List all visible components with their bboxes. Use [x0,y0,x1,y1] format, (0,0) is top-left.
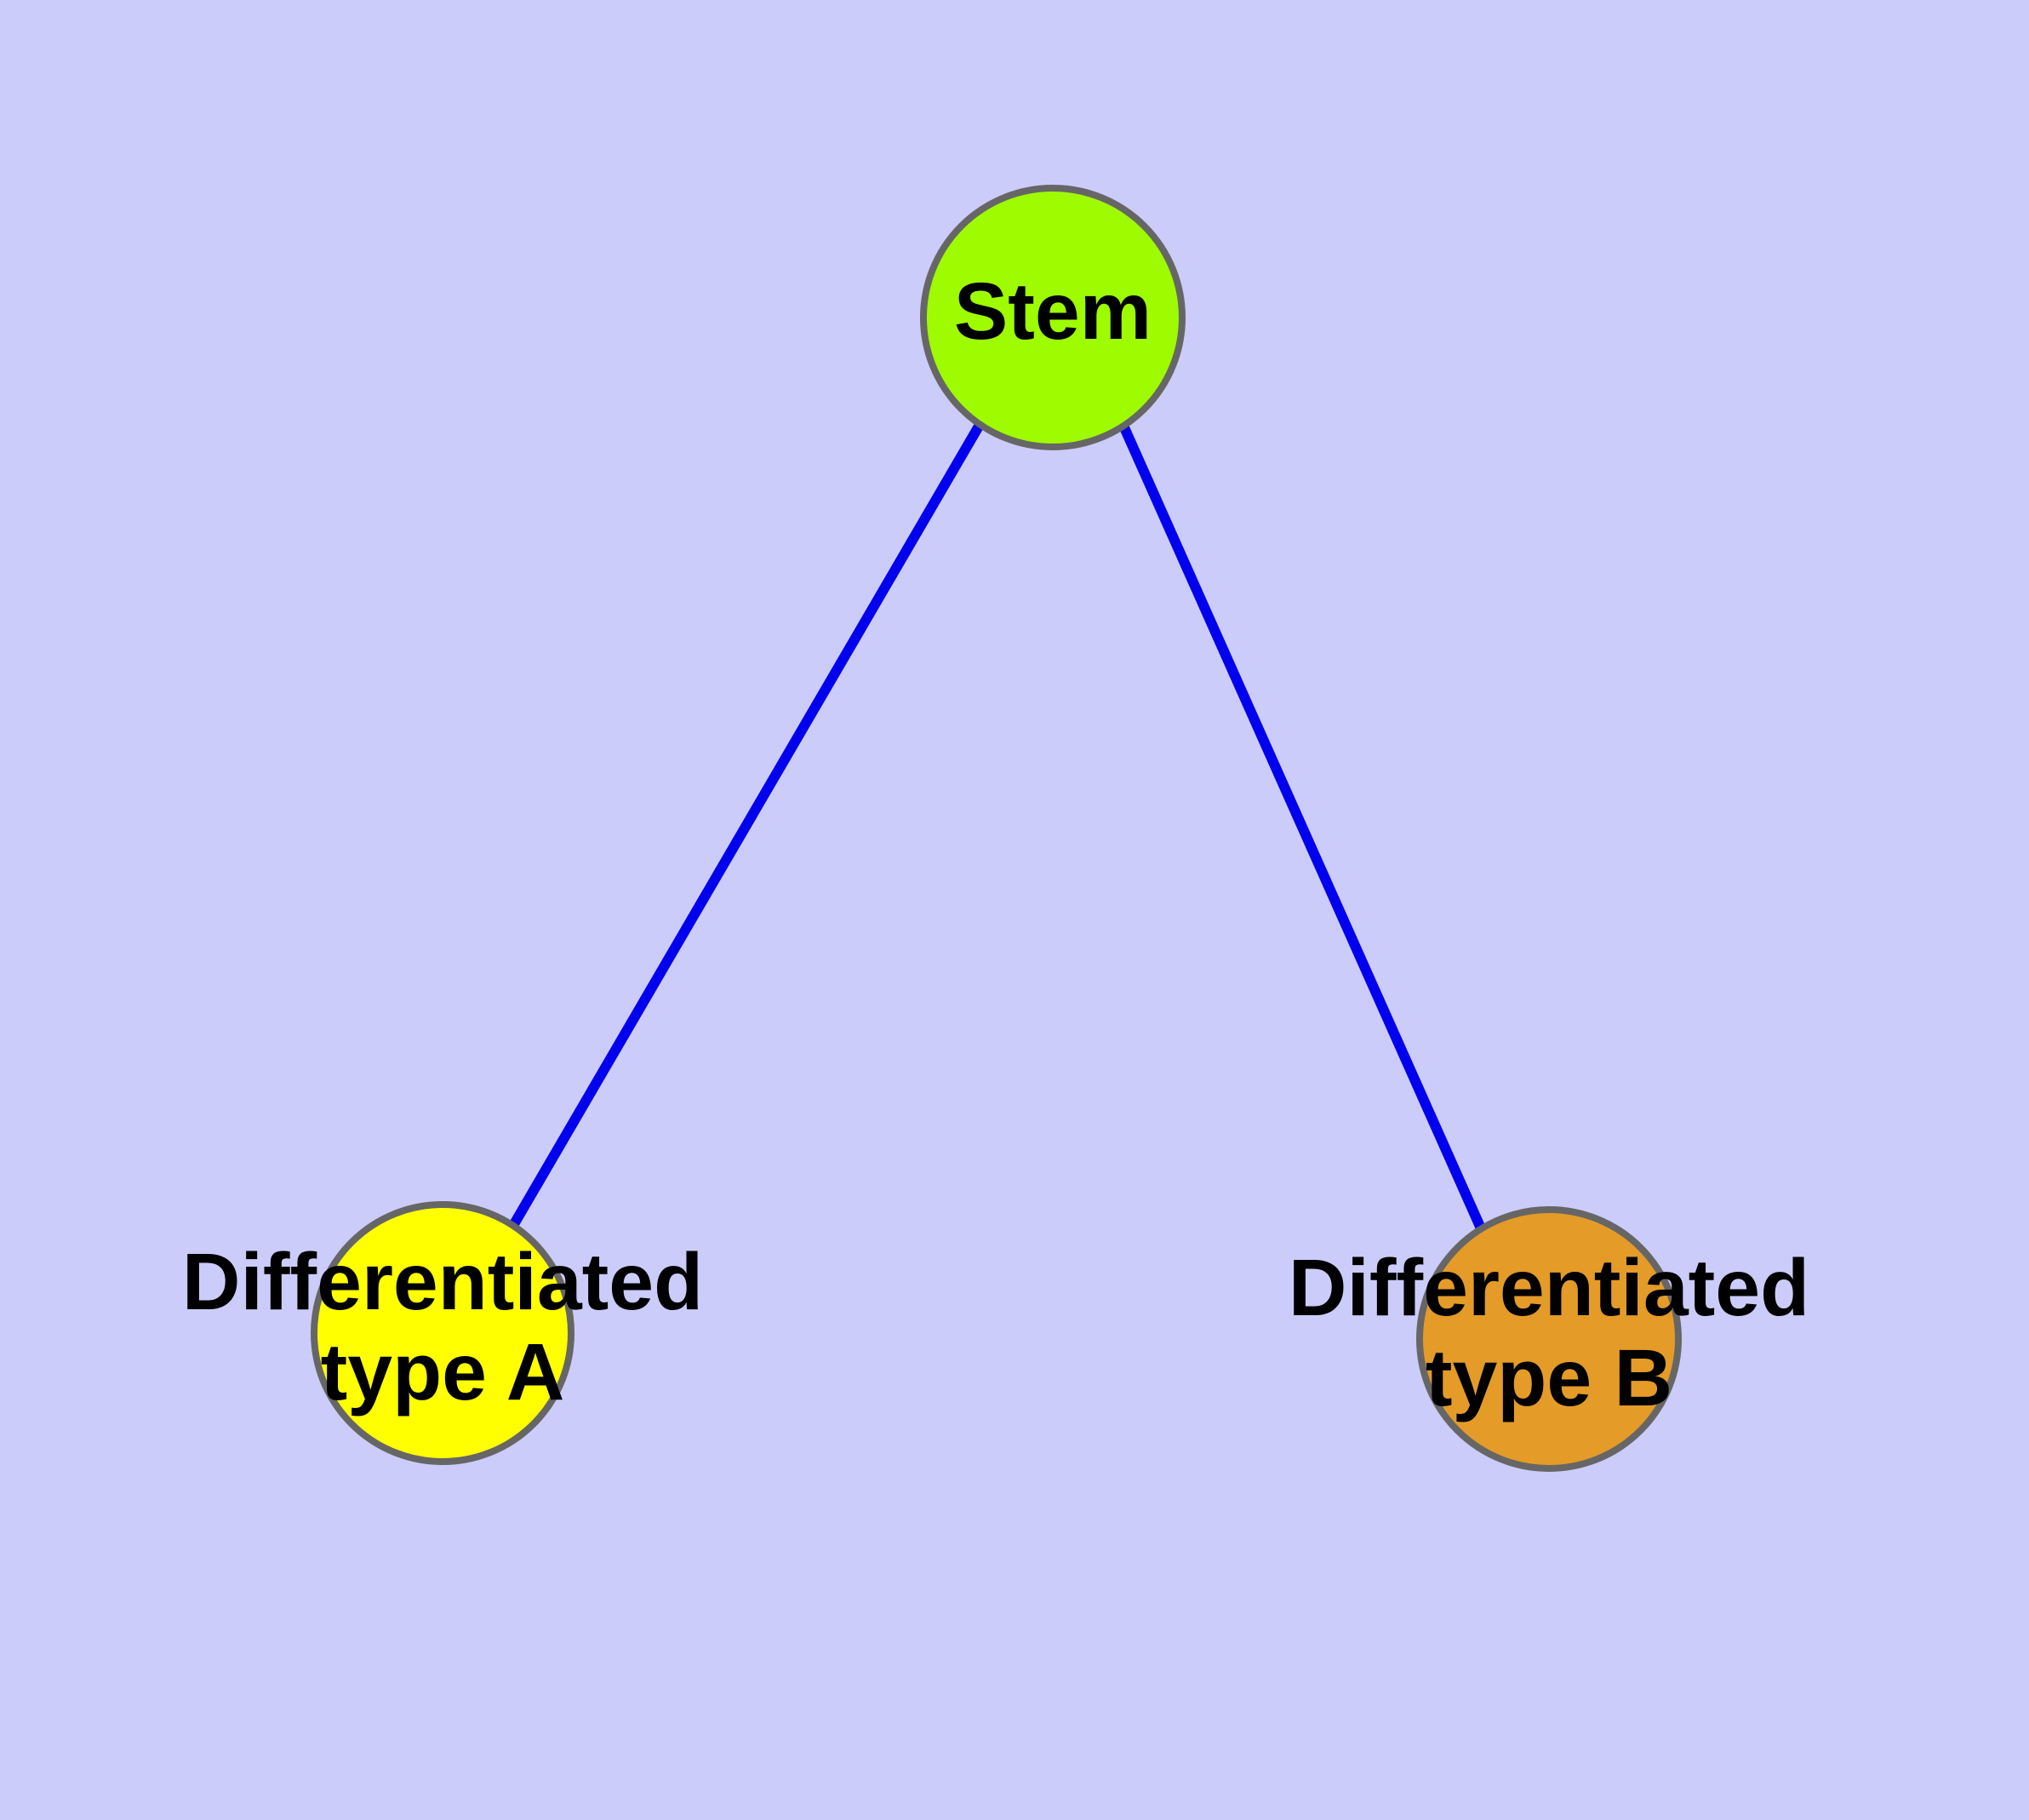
edge-stem-to-type-a[interactable] [509,421,985,1228]
node-circle-type-a[interactable] [311,1201,574,1465]
node-label-line: type B [1426,1333,1672,1423]
node-label-line: type A [321,1327,565,1417]
node-circle-stem[interactable] [920,185,1186,450]
node-label-stem: Stem [954,266,1152,357]
edge-stem-to-type-b[interactable] [1118,423,1486,1231]
edges-layer [509,421,1486,1231]
node-label-line: Stem [954,266,1152,357]
node-label-line: Differentiated [1289,1243,1809,1333]
node-circle-type-b[interactable] [1416,1206,1682,1472]
node-stem[interactable]: Stem [920,185,1186,450]
node-label-line: Differentiated [182,1237,703,1327]
